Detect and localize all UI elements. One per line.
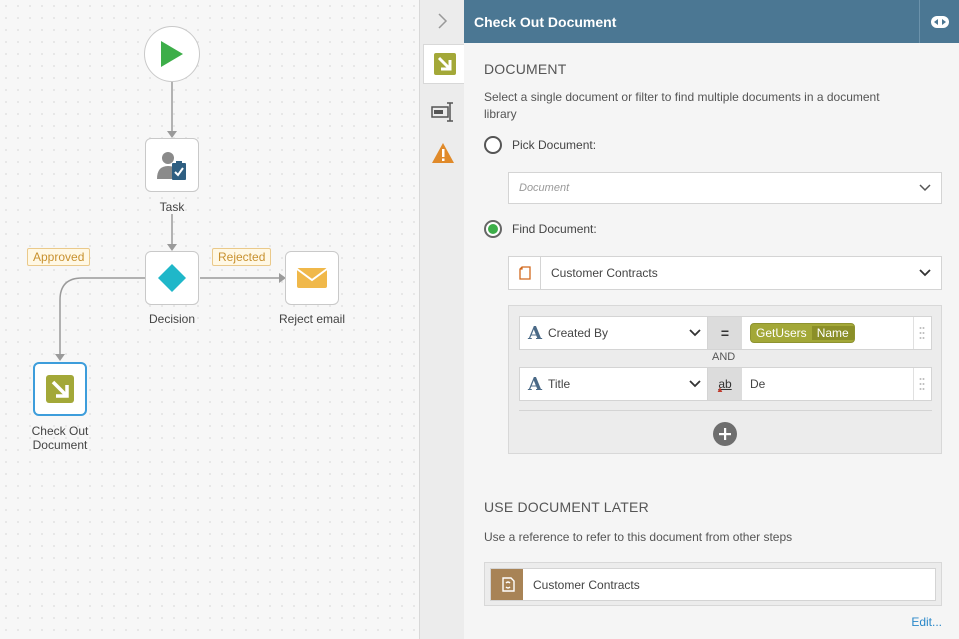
chevron-down-icon bbox=[919, 269, 931, 277]
equals-operator: = bbox=[720, 325, 730, 341]
tab-configuration[interactable] bbox=[423, 44, 465, 84]
contains-operator: ab bbox=[718, 377, 732, 391]
variable-chip-source: GetUsers bbox=[756, 326, 807, 340]
warning-icon bbox=[432, 143, 454, 163]
find-document-label: Find Document: bbox=[512, 222, 597, 236]
document-reference-icon bbox=[491, 569, 523, 600]
check-out-label-line1: Check Out bbox=[31, 424, 89, 438]
reference-field[interactable]: Customer Contracts bbox=[490, 568, 936, 601]
reference-value: Customer Contracts bbox=[533, 577, 640, 592]
check-out-document-node[interactable] bbox=[33, 362, 87, 416]
filter-value-field[interactable]: De bbox=[742, 368, 914, 400]
use-later-description: Use a reference to refer to this documen… bbox=[484, 530, 793, 544]
text-type-icon: A bbox=[528, 373, 542, 395]
library-select-value: Customer Contracts bbox=[551, 266, 658, 280]
filter-value-field[interactable]: GetUsers Name bbox=[742, 317, 914, 349]
find-document-radio[interactable] bbox=[484, 220, 502, 238]
drag-handle-icon[interactable] bbox=[913, 317, 931, 349]
document-section-title: DOCUMENT bbox=[484, 61, 567, 77]
pick-document-label: Pick Document: bbox=[512, 138, 597, 152]
pick-document-radio[interactable] bbox=[484, 136, 502, 154]
decision-node[interactable] bbox=[145, 251, 199, 305]
play-icon bbox=[161, 41, 183, 67]
document-library-icon bbox=[518, 266, 531, 280]
chevron-right-icon bbox=[438, 13, 448, 29]
expand-panel-button[interactable] bbox=[919, 0, 959, 43]
pick-document-option[interactable]: Pick Document: bbox=[484, 136, 596, 154]
document-select-placeholder: Document bbox=[519, 182, 570, 194]
filter-row-2: A Title ab ▲ De bbox=[519, 367, 932, 401]
filter-operator-button[interactable]: = bbox=[708, 317, 742, 349]
filter-group: A Created By = GetUsers Name AND A Title bbox=[508, 305, 942, 454]
expand-arrows-icon bbox=[930, 15, 949, 28]
filter-field-value: Created By bbox=[547, 326, 608, 340]
workflow-canvas[interactable]: Task Decision Reject email Check Out Doc… bbox=[0, 0, 419, 639]
filter-field-select[interactable]: A Created By bbox=[520, 317, 708, 349]
collapse-panel-button[interactable] bbox=[420, 6, 464, 36]
task-node[interactable] bbox=[145, 138, 199, 192]
reject-email-node-label: Reject email bbox=[278, 312, 346, 326]
filter-field-select[interactable]: A Title bbox=[520, 368, 708, 400]
edit-reference-link[interactable]: Edit... bbox=[911, 615, 942, 629]
check-out-document-node-label: Check Out Document bbox=[20, 424, 100, 452]
library-icon-box bbox=[509, 257, 541, 289]
filter-operator-button[interactable]: ab ▲ bbox=[708, 368, 742, 400]
check-out-icon bbox=[46, 375, 74, 403]
chevron-down-icon bbox=[689, 380, 701, 388]
check-out-label-line2: Document bbox=[32, 438, 88, 452]
reference-box: Customer Contracts bbox=[484, 562, 942, 606]
envelope-icon bbox=[296, 268, 328, 288]
filter-row-1: A Created By = GetUsers Name bbox=[519, 316, 932, 350]
panel-tab-rail bbox=[419, 0, 465, 639]
decision-diamond-icon bbox=[158, 264, 186, 292]
rejected-branch-tag[interactable]: Rejected bbox=[212, 248, 272, 266]
reject-email-node[interactable] bbox=[285, 251, 339, 305]
tab-properties[interactable] bbox=[424, 92, 462, 132]
start-node[interactable] bbox=[144, 26, 200, 82]
text-field-icon bbox=[431, 102, 453, 122]
find-document-option[interactable]: Find Document: bbox=[484, 220, 597, 238]
check-out-icon bbox=[433, 53, 456, 75]
panel-title: Check Out Document bbox=[474, 13, 617, 30]
document-select[interactable]: Document bbox=[508, 172, 942, 204]
tab-errors[interactable] bbox=[424, 133, 462, 173]
variable-chip[interactable]: GetUsers Name bbox=[750, 323, 855, 343]
task-node-label: Task bbox=[159, 200, 185, 214]
approved-branch-tag[interactable]: Approved bbox=[27, 248, 91, 266]
decision-node-label: Decision bbox=[148, 312, 196, 326]
chevron-down-icon bbox=[919, 184, 931, 192]
panel-header: Check Out Document bbox=[464, 0, 959, 43]
filter-join-label[interactable]: AND bbox=[712, 351, 736, 363]
document-section-description: Select a single document or filter to fi… bbox=[484, 90, 880, 121]
user-task-icon bbox=[157, 152, 186, 180]
plus-icon bbox=[719, 428, 731, 440]
contains-marker-icon: ▲ bbox=[716, 385, 724, 394]
library-select[interactable]: Customer Contracts bbox=[508, 256, 942, 290]
configuration-panel: Check Out Document DOCUMENT Select a sin… bbox=[464, 0, 959, 639]
filter-value-text: De bbox=[750, 377, 766, 391]
text-type-icon: A bbox=[528, 322, 542, 344]
filter-divider bbox=[519, 410, 932, 411]
add-filter-button[interactable] bbox=[713, 422, 737, 446]
drag-handle-icon[interactable] bbox=[913, 368, 931, 400]
use-later-section-title: USE DOCUMENT LATER bbox=[484, 499, 649, 515]
variable-chip-property: Name bbox=[811, 326, 854, 340]
workflow-connectors bbox=[55, 82, 286, 361]
chevron-down-icon bbox=[689, 329, 701, 337]
filter-field-value: Title bbox=[547, 377, 571, 391]
